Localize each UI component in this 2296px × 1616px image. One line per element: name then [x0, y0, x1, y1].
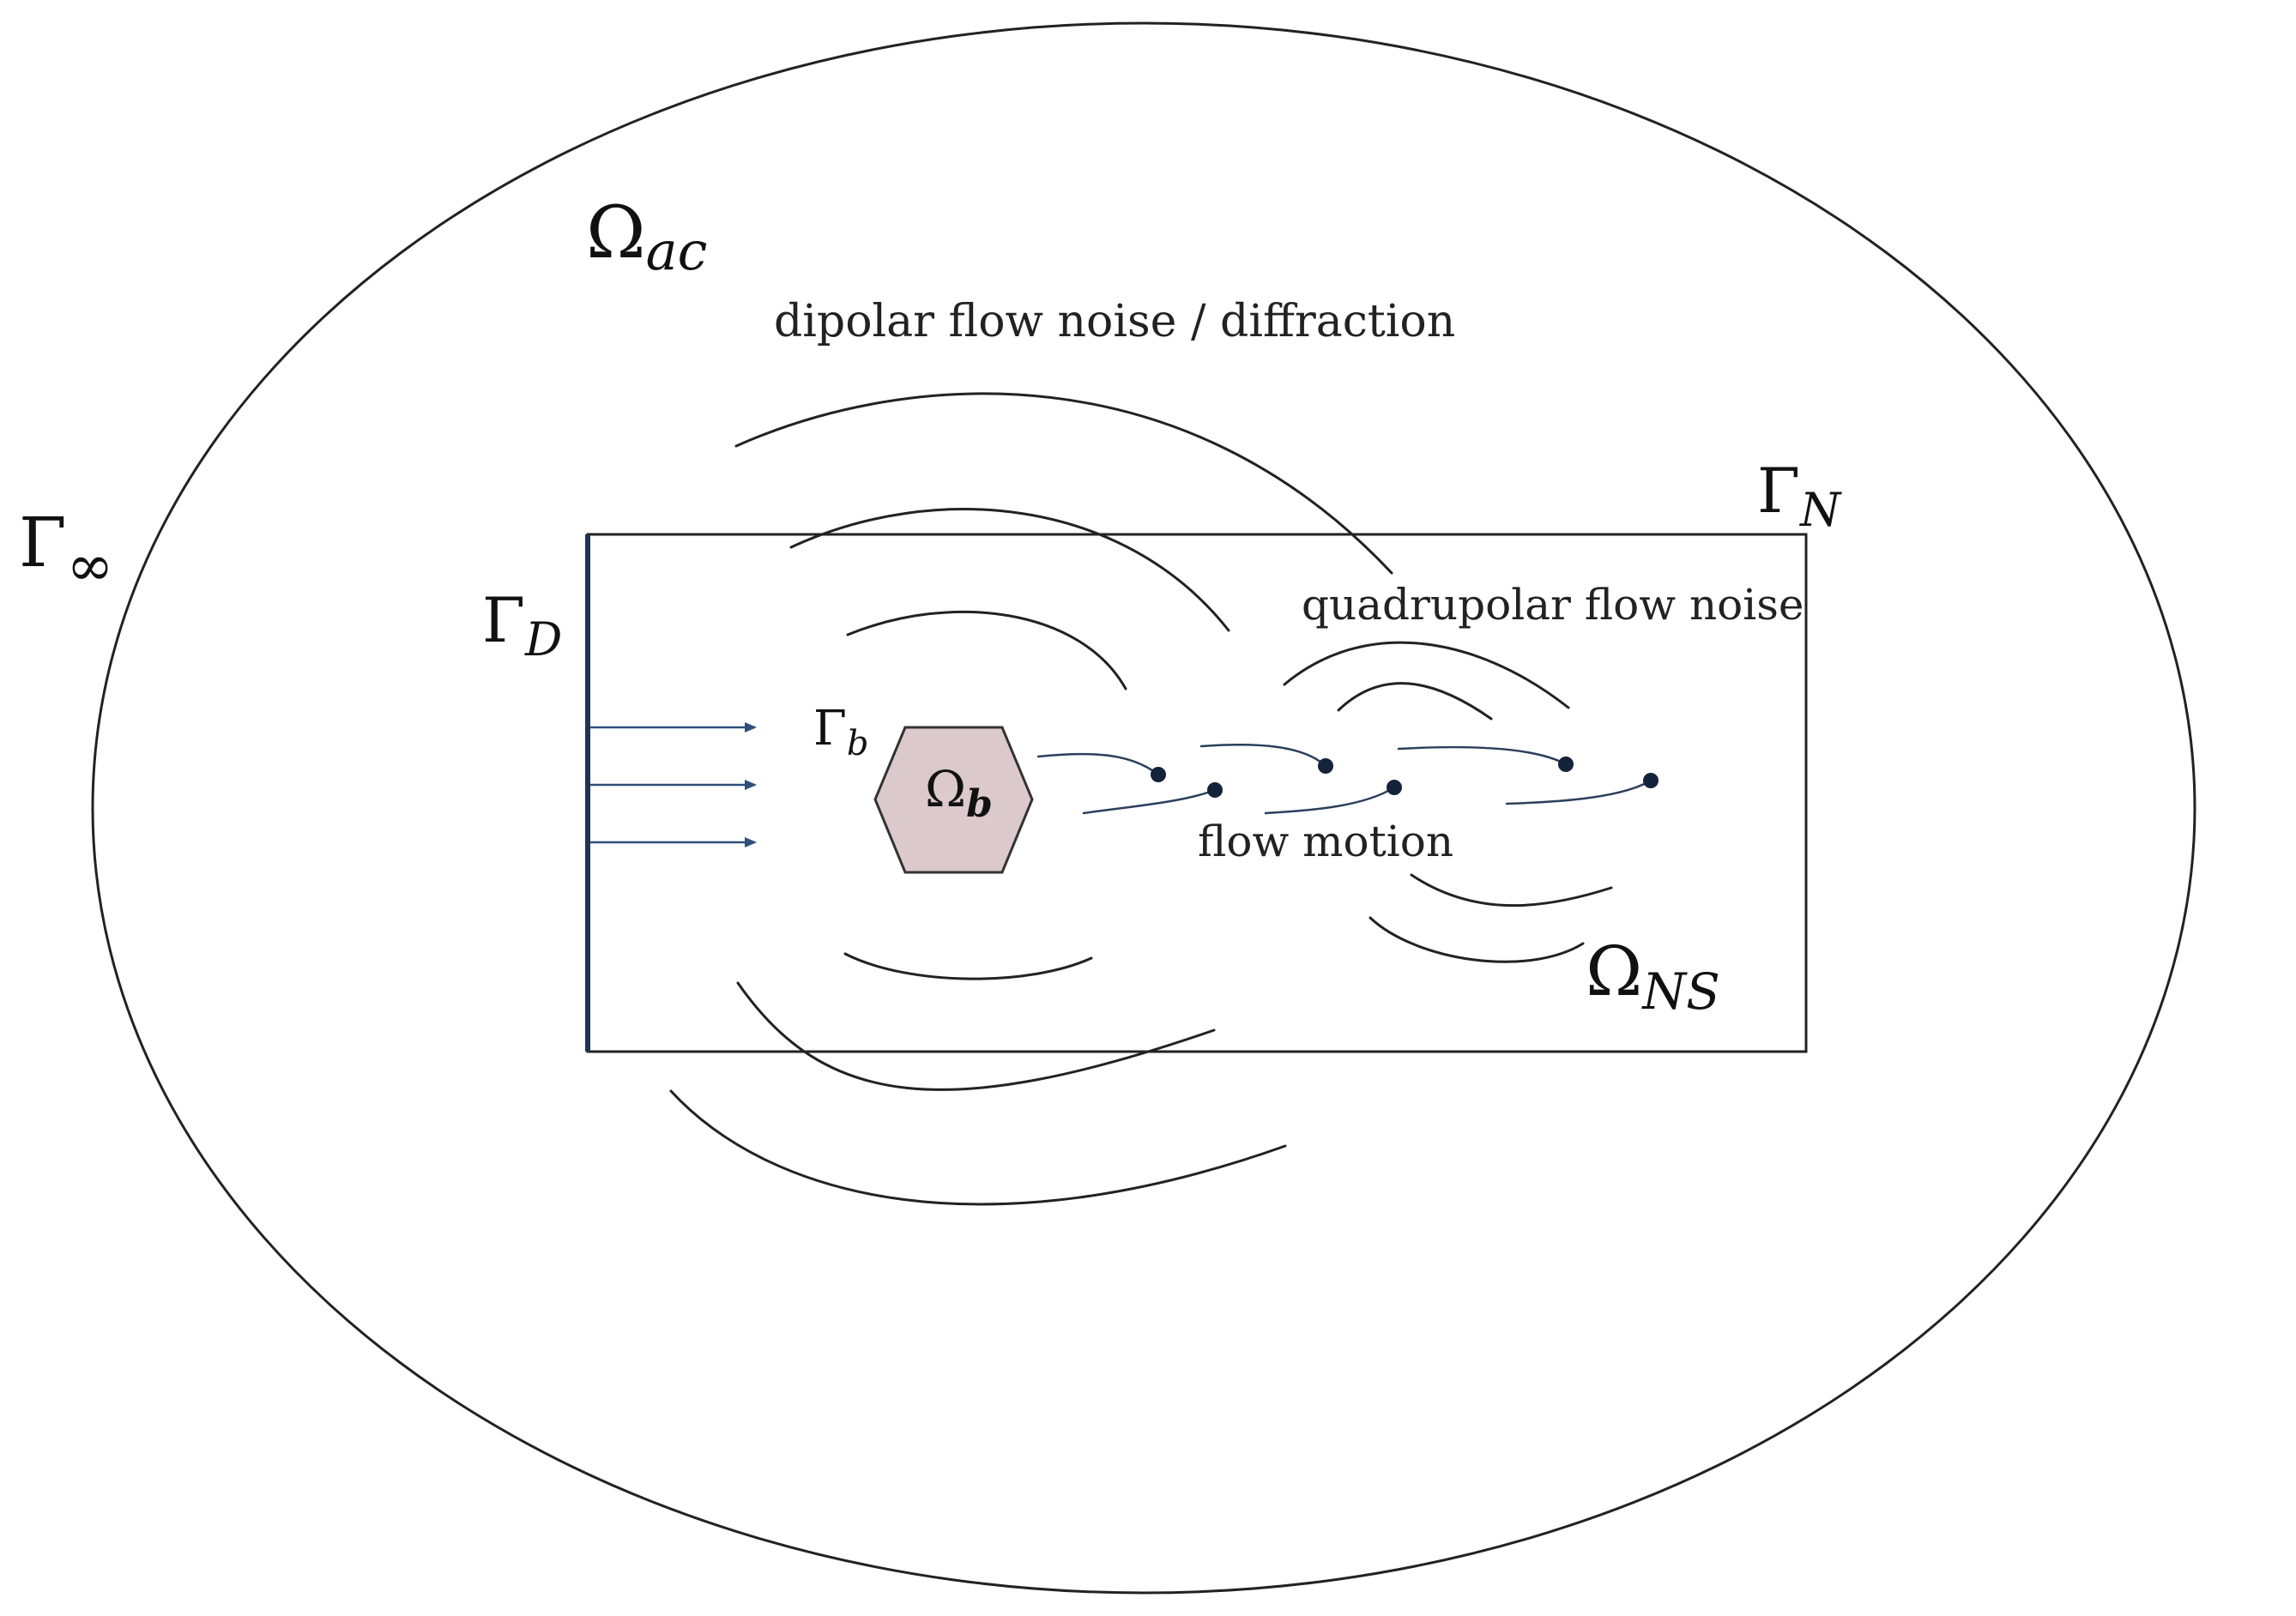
quadrupole-wave-arc: [1337, 682, 1493, 721]
dipole-wave-arc: [843, 952, 1093, 980]
wake-streak: [1264, 786, 1396, 815]
wake-streak: [1036, 752, 1160, 776]
gamma-b-label: Γb: [813, 701, 868, 763]
omega-b-label: Ωb: [925, 760, 993, 826]
quadrupole-wave-arc: [1369, 916, 1585, 963]
gamma-n-label: ΓN: [1757, 455, 1842, 537]
wake-streak: [1505, 779, 1653, 805]
dipole-wave-arc: [734, 392, 1393, 575]
wake-streak: [1397, 745, 1568, 766]
flow-motion-label: flow motion: [1198, 817, 1453, 866]
gamma-d-label: ΓD: [482, 584, 562, 666]
vortex-dot: [1387, 780, 1402, 795]
gamma-infinity-label: Γ∞: [19, 503, 114, 599]
dipole-wave-arc: [789, 508, 1230, 632]
vortex-dot: [1558, 757, 1574, 772]
dipole-wave-arc: [669, 1089, 1287, 1206]
dipolar-noise-label: dipolar flow noise / diffraction: [774, 296, 1455, 347]
omega-ns-label: ΩNS: [1586, 932, 1720, 1021]
dipole-wave-arc: [846, 610, 1127, 690]
far-field-boundary-ellipse: [91, 21, 2196, 1595]
dipole-wave-arc: [736, 981, 1216, 1091]
vortex-dot: [1151, 767, 1166, 782]
omega-ac-label: Ωac: [586, 190, 707, 282]
vortex-dot: [1207, 782, 1223, 798]
vortex-dot: [1318, 758, 1333, 774]
obstacle-hexagon: [873, 726, 1034, 874]
quadrupolar-noise-label: quadrupolar flow noise: [1302, 580, 1804, 630]
wake-streak: [1199, 743, 1327, 768]
quadrupole-wave-arc: [1283, 641, 1570, 709]
quadrupole-wave-arc: [1410, 873, 1613, 907]
vortex-dot: [1643, 773, 1659, 788]
wake-streak: [1082, 788, 1217, 815]
